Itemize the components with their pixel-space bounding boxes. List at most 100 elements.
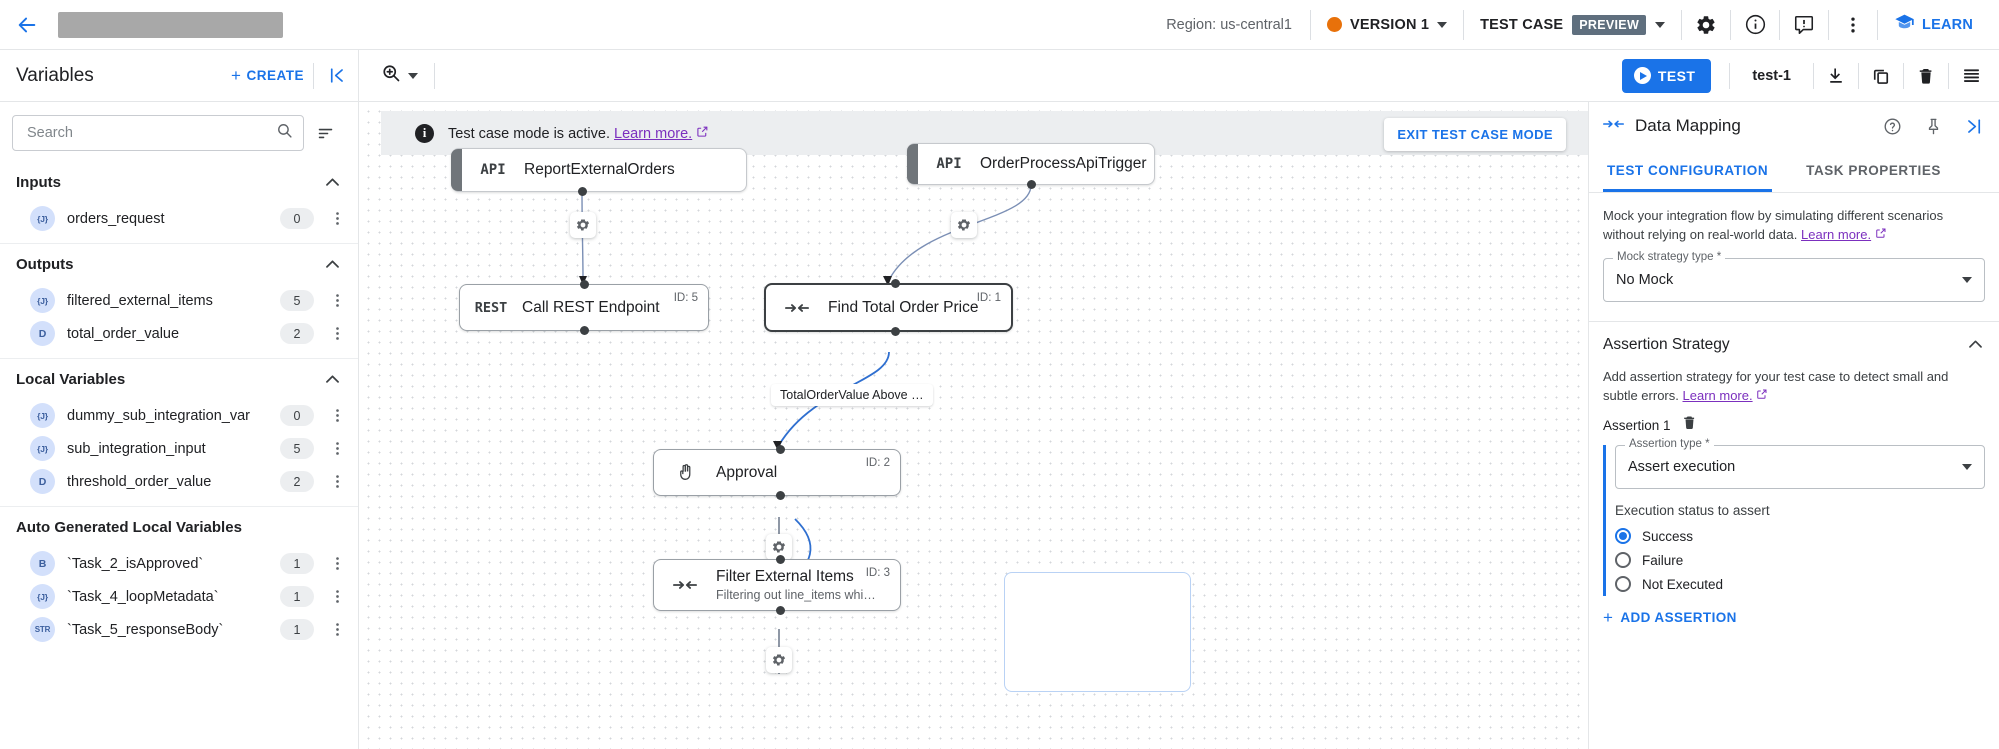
- node-input-port[interactable]: [776, 445, 785, 454]
- version-selector[interactable]: VERSION 1: [1313, 17, 1461, 33]
- feedback-icon[interactable]: [1782, 3, 1826, 47]
- add-assertion-label: ADD ASSERTION: [1620, 610, 1737, 626]
- more-vert-icon[interactable]: [326, 440, 348, 457]
- node-order-process-api-trigger[interactable]: API OrderProcessApiTrigger: [907, 143, 1155, 189]
- api-icon: API: [480, 162, 506, 178]
- radio-not-executed[interactable]: Not Executed: [1615, 572, 1985, 596]
- test-case-selector[interactable]: TEST CASE PREVIEW: [1466, 14, 1679, 35]
- mock-strategy-label: Mock strategy type *: [1613, 250, 1726, 263]
- more-vert-icon[interactable]: [326, 292, 348, 309]
- test-button[interactable]: TEST: [1621, 58, 1712, 93]
- sort-icon[interactable]: [308, 116, 342, 150]
- edge-config-gear-icon[interactable]: [951, 212, 977, 238]
- edge-config-gear-icon[interactable]: [570, 212, 596, 238]
- variable-type-badge: D: [30, 469, 55, 494]
- section-outputs: Outputs {J} filtered_external_items 5 D …: [0, 244, 358, 359]
- more-vert-icon[interactable]: [326, 588, 348, 605]
- pin-icon[interactable]: [1918, 111, 1948, 141]
- list-icon[interactable]: [1949, 54, 1993, 98]
- mock-learn-more-link[interactable]: Learn more.: [1801, 226, 1872, 242]
- info-icon[interactable]: [1733, 3, 1777, 47]
- add-assertion-button[interactable]: + ADD ASSERTION: [1603, 609, 1737, 626]
- more-vert-icon[interactable]: [326, 473, 348, 490]
- learn-button[interactable]: LEARN: [1880, 12, 1985, 37]
- more-vert-icon[interactable]: [1831, 3, 1875, 47]
- node-output-port[interactable]: [1027, 180, 1036, 189]
- more-vert-icon[interactable]: [326, 325, 348, 342]
- delete-icon[interactable]: [1681, 414, 1698, 436]
- assertion-strategy-header[interactable]: Assertion Strategy: [1603, 322, 1985, 368]
- variable-count: 2: [280, 471, 314, 492]
- node-text: Find Total Order Price: [828, 299, 1011, 317]
- node-report-external-orders[interactable]: API ReportExternalOrders: [451, 148, 747, 196]
- exit-test-case-mode-button[interactable]: EXIT TEST CASE MODE: [1384, 118, 1566, 151]
- node-approval[interactable]: Approval ID: 2: [653, 445, 901, 500]
- panel-tabs: TEST CONFIGURATION TASK PROPERTIES: [1589, 150, 1999, 193]
- more-vert-icon[interactable]: [326, 407, 348, 424]
- node-output-port[interactable]: [776, 606, 785, 615]
- node-output-port[interactable]: [891, 327, 900, 336]
- list-item[interactable]: {J} sub_integration_input 5: [0, 432, 358, 465]
- node-output-port[interactable]: [776, 491, 785, 500]
- list-item[interactable]: STR `Task_5_responseBody` 1: [0, 613, 358, 646]
- edge-config-gear-icon[interactable]: [766, 647, 792, 673]
- list-item[interactable]: {J} `Task_4_loopMetadata` 1: [0, 580, 358, 613]
- radio-failure[interactable]: Failure: [1615, 548, 1985, 572]
- search-input[interactable]: [25, 124, 276, 142]
- section-header-outputs[interactable]: Outputs: [0, 244, 358, 284]
- edge-config-gear-icon[interactable]: [766, 534, 792, 560]
- chevron-up-icon: [323, 370, 342, 389]
- node-input-port[interactable]: [776, 555, 785, 564]
- delete-icon[interactable]: [1904, 54, 1948, 98]
- node-text: Approval: [716, 464, 900, 482]
- tab-test-configuration[interactable]: TEST CONFIGURATION: [1603, 150, 1773, 192]
- section-header-auto-generated[interactable]: Auto Generated Local Variables: [0, 507, 358, 547]
- edge-condition-label[interactable]: TotalOrderValue Above …: [771, 384, 933, 406]
- list-item[interactable]: {J} filtered_external_items 5: [0, 284, 358, 317]
- node-input-port[interactable]: [891, 279, 900, 288]
- mock-strategy-value: No Mock: [1616, 271, 1674, 288]
- assertion-type-select[interactable]: Assertion type * Assert execution: [1615, 438, 1985, 490]
- variable-name: dummy_sub_integration_var: [67, 407, 250, 424]
- integration-canvas[interactable]: i Test case mode is active. Learn more. …: [359, 102, 1588, 749]
- variable-type-badge: {J}: [30, 288, 55, 313]
- node-output-port[interactable]: [580, 326, 589, 335]
- node-placeholder-card[interactable]: [1004, 572, 1191, 692]
- more-vert-icon[interactable]: [326, 555, 348, 572]
- gear-icon[interactable]: [1684, 3, 1728, 47]
- node-filter-external-items[interactable]: Filter External Items Filtering out line…: [653, 555, 901, 615]
- list-item[interactable]: B `Task_2_isApproved` 1: [0, 547, 358, 580]
- variable-count: 5: [280, 290, 314, 311]
- radio-button[interactable]: [1615, 552, 1631, 569]
- list-item[interactable]: {J} orders_request 0: [0, 202, 358, 235]
- more-vert-icon[interactable]: [326, 621, 348, 638]
- banner-learn-more-link[interactable]: Learn more.: [614, 125, 693, 142]
- node-call-rest-endpoint[interactable]: REST Call REST Endpoint ID: 5: [459, 280, 709, 335]
- back-arrow-icon[interactable]: [10, 8, 44, 42]
- assertion-learn-more-link[interactable]: Learn more.: [1682, 387, 1753, 403]
- node-output-port[interactable]: [578, 187, 587, 196]
- section-header-inputs[interactable]: Inputs: [0, 162, 358, 202]
- radio-button[interactable]: [1615, 576, 1631, 593]
- list-item[interactable]: D threshold_order_value 2: [0, 465, 358, 498]
- download-icon[interactable]: [1814, 54, 1858, 98]
- node-find-total-order-price[interactable]: Find Total Order Price ID: 1: [764, 279, 1013, 336]
- more-vert-icon[interactable]: [326, 210, 348, 227]
- tab-task-properties[interactable]: TASK PROPERTIES: [1806, 163, 1941, 178]
- search-box[interactable]: [12, 115, 304, 151]
- mock-strategy-select[interactable]: Mock strategy type * No Mock: [1603, 250, 1985, 302]
- copy-icon[interactable]: [1859, 54, 1903, 98]
- zoom-control[interactable]: [359, 63, 434, 88]
- collapse-right-icon[interactable]: [1959, 111, 1989, 141]
- node-id-label: ID: 5: [673, 292, 698, 304]
- collapse-panel-icon[interactable]: [314, 66, 358, 85]
- variable-type-badge: {J}: [30, 206, 55, 231]
- section-header-local-variables[interactable]: Local Variables: [0, 359, 358, 399]
- create-variable-button[interactable]: + CREATE: [222, 67, 313, 84]
- radio-success[interactable]: Success: [1615, 524, 1985, 548]
- help-icon[interactable]: [1877, 111, 1907, 141]
- list-item[interactable]: {J} dummy_sub_integration_var 0: [0, 399, 358, 432]
- list-item[interactable]: D total_order_value 2: [0, 317, 358, 350]
- radio-button[interactable]: [1615, 528, 1631, 545]
- node-input-port[interactable]: [580, 280, 589, 289]
